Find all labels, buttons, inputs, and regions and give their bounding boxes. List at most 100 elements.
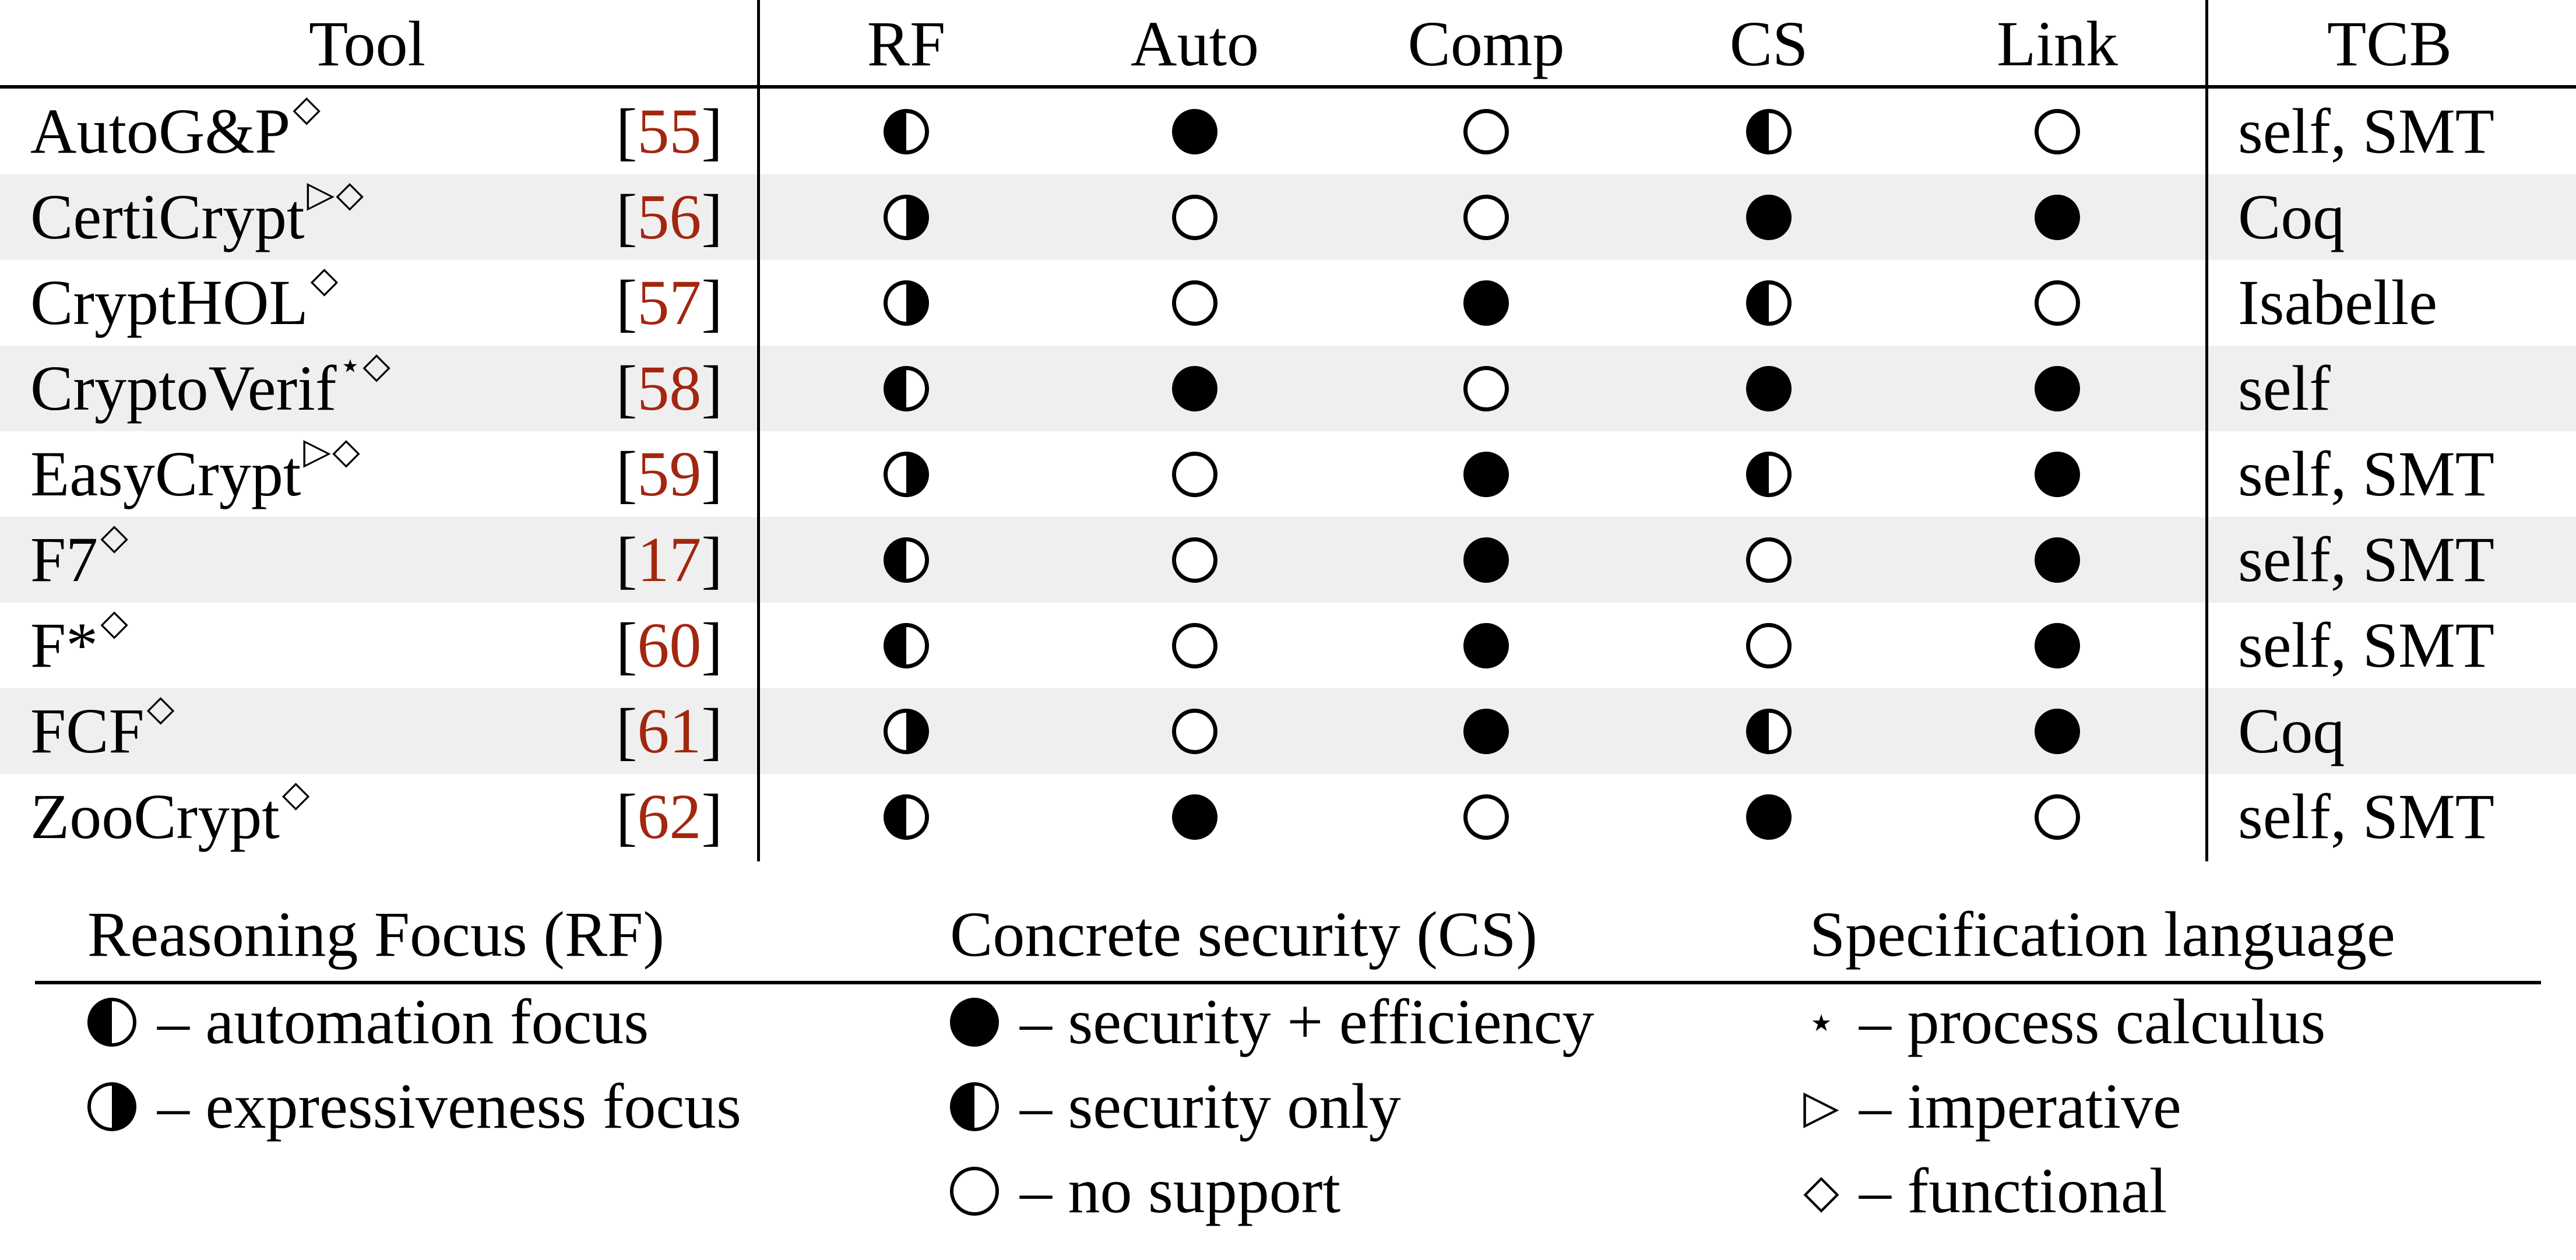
citation-cell: [55] [594,89,723,174]
table-row: CertiCrypt▷◇[56]Coq [0,174,2576,260]
link-cell [1999,346,2116,431]
tcb-cell: self, SMT [2238,438,2494,509]
tool-name: F* [30,610,98,681]
comp-cell [1428,89,1544,174]
link-cell [1999,260,2116,346]
tool-name-cell: CryptHOL◇ [30,260,339,346]
citation-cell: [61] [594,688,723,774]
tool-name: CryptHOL [30,267,308,338]
tcb-cell: self, SMT [2238,96,2494,167]
filled-circle-icon [1172,794,1217,840]
table-header: Tool RF Auto Comp CS Link TCB [0,0,2576,87]
table-row: FCF◇ [61] Coq [0,688,2576,774]
spec-language-marks: ◇ [100,517,129,557]
citation-number: 61 [637,695,702,766]
tcb-cell: self, SMT [2238,524,2494,595]
tool-name: ZooCrypt [30,781,280,852]
tool-name-cell: AutoG&P◇ [30,89,322,174]
cs-cell [1711,603,1827,688]
header-rule [0,85,2576,89]
empty-circle-icon [1172,280,1217,326]
citation-number: 62 [637,781,702,852]
citation-number: 56 [637,181,702,252]
half-left-circle-icon [884,622,929,668]
citation-cell: [17] [594,517,723,603]
cs-cell [1711,774,1827,860]
star-icon: ⋆ [1806,995,1836,1049]
triangle-right-icon: ▷ [1803,1079,1839,1134]
link-cell [1999,517,2116,603]
header-link: Link [1997,8,2118,79]
header-comp: Comp [1407,8,1565,79]
tool-name-cell: CertiCrypt▷◇ [30,174,365,260]
cs-cell [1711,517,1827,603]
half-left-circle-icon [1746,280,1792,326]
empty-circle-icon [2035,108,2080,154]
half-left-circle-icon [1746,451,1792,497]
rf-cell [848,346,965,431]
legend-spec-item-process: ⋆ – process calculus [1801,985,2325,1059]
tcb-cell: Coq [2238,695,2345,766]
comp-cell [1428,260,1544,346]
filled-circle-icon [1463,537,1509,583]
legend-spec-item-imperative-text: – imperative [1859,1071,2181,1142]
rf-cell [848,89,965,174]
filled-circle-icon [2035,451,2080,497]
empty-circle-icon [1172,622,1217,668]
legend-rf-item-automation: – automation focus [87,985,649,1059]
empty-circle-icon [1463,108,1509,154]
filled-circle-icon [1463,708,1509,754]
rf-cell [848,174,965,260]
rf-cell [848,603,965,688]
comp-cell [1428,431,1544,517]
tcb-cell: self, SMT [2238,610,2494,681]
citation-number: 60 [637,610,702,681]
column-divider-right [2205,0,2208,861]
cs-cell [1711,89,1827,174]
empty-circle-icon [1172,537,1217,583]
filled-circle-icon [2035,537,2080,583]
rf-cell [848,260,965,346]
legend-cs-item-half-text: – security only [1020,1071,1401,1142]
table-row: AutoG&P◇ [55] self, SMT [0,89,2576,174]
tcb-cell: self, SMT [2238,781,2494,852]
empty-circle-icon [950,1166,999,1216]
header-auto: Auto [1131,8,1259,79]
filled-circle-icon [1172,365,1217,411]
half-right-circle-icon [884,194,929,240]
half-right-circle-icon [884,451,929,497]
auto-cell [1136,346,1253,431]
comp-cell [1428,346,1544,431]
empty-circle-icon [1172,451,1217,497]
tool-name-cell: F7◇ [30,517,129,603]
empty-circle-icon [1463,194,1509,240]
citation-number: 58 [637,353,702,424]
tool-name: AutoG&P [30,96,291,167]
filled-circle-icon [1172,108,1217,154]
citation-number: 55 [637,96,702,167]
comp-cell [1428,603,1544,688]
legend-cs-item-none: – no support [950,1154,1340,1228]
diamond-icon: ◇ [1803,1164,1839,1218]
link-cell [1999,688,2116,774]
comp-cell [1428,174,1544,260]
auto-cell [1136,89,1253,174]
tcb-cell: Coq [2238,181,2345,252]
filled-circle-icon [2035,622,2080,668]
half-left-circle-icon [1746,708,1792,754]
column-divider-left [757,0,760,861]
auto-cell [1136,603,1253,688]
empty-circle-icon [1746,537,1792,583]
filled-circle-icon [1746,794,1792,840]
table-row: CryptHOL◇[57]Isabelle [0,260,2576,346]
legend-cs-item-none-text: – no support [1020,1155,1340,1226]
citation-number: 59 [637,438,702,509]
auto-cell [1136,431,1253,517]
empty-circle-icon [2035,794,2080,840]
tcb-cell: self [2238,353,2331,424]
tool-name-cell: FCF◇ [30,688,175,774]
half-right-circle-icon [884,708,929,754]
half-left-circle-icon [884,794,929,840]
legend-spec-item-functional: ◇ – functional [1801,1154,2167,1228]
filled-circle-icon [1746,365,1792,411]
